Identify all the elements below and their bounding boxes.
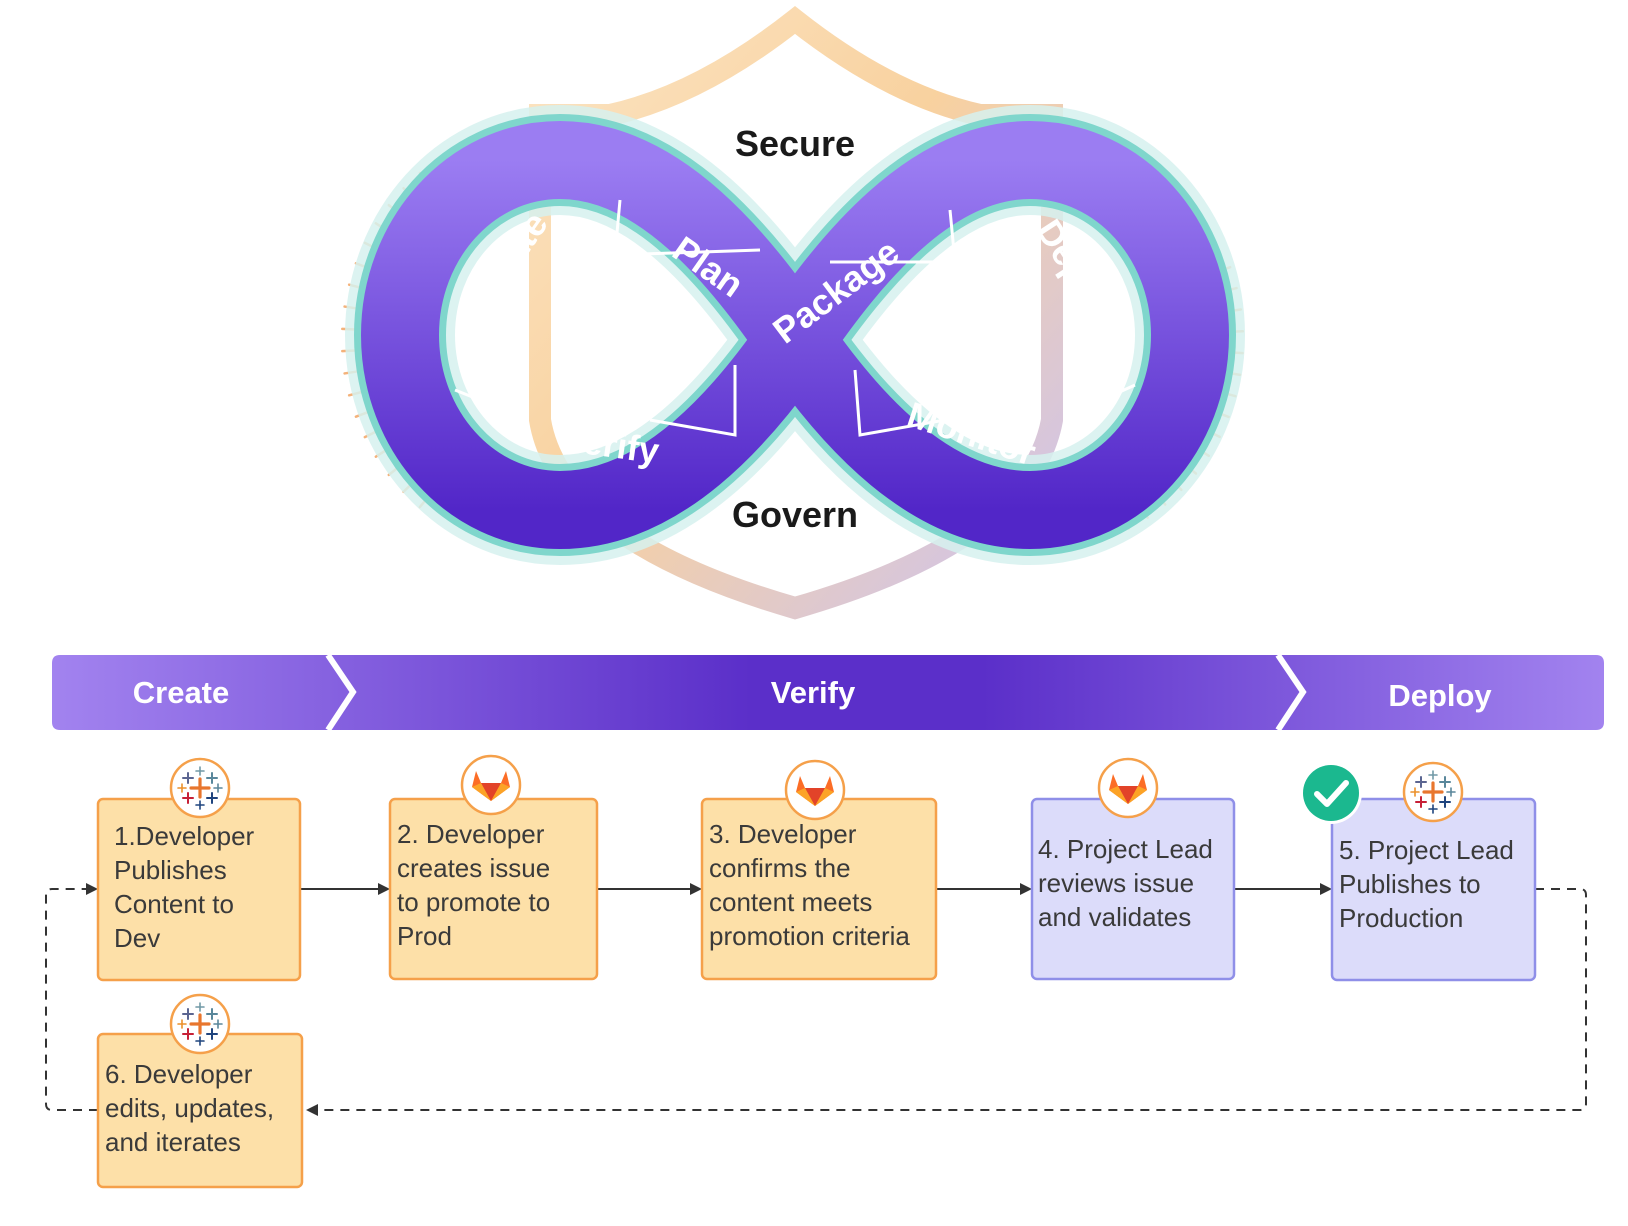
phase-create: Create: [133, 675, 230, 710]
gitlab-icon: [460, 754, 522, 816]
tableau-icon: [1402, 761, 1464, 823]
step-6: 6. Developer edits, updates, and iterate…: [96, 993, 304, 1189]
gitlab-icon: [1097, 757, 1159, 819]
step-4: 4. Project Lead reviews issue and valida…: [1030, 757, 1236, 981]
step-1: 1.Developer Publishes Content to Dev: [96, 757, 302, 982]
step-text: 1.Developer Publishes Content to Dev: [114, 821, 261, 953]
loop-segment-dividers: [454, 199, 1136, 437]
govern-label: Govern: [732, 494, 858, 535]
phase-banner-bar: [52, 655, 1604, 730]
step-text: 4. Project Lead reviews issue and valida…: [1038, 834, 1220, 932]
infinity-loop-graphic: Create Plan Package Deploy Verify Monito…: [341, 5, 1246, 620]
loop-purple-band: [360, 120, 1230, 550]
phase-verify: Verify: [771, 675, 856, 710]
step-2: 2. Developer creates issue to promote to…: [388, 754, 599, 981]
tableau-icon: [169, 757, 231, 819]
step-text: 6. Developer edits, updates, and iterate…: [105, 1059, 281, 1157]
connector-6-1-loop: [45, 883, 98, 1111]
step-text: 2. Developer creates issue to promote to…: [397, 819, 557, 951]
step-boxes: 1.Developer Publishes Content to Dev 2. …: [96, 754, 1537, 1189]
step-text: 5. Project Lead Publishes to Production: [1339, 835, 1521, 933]
step-text: 3. Developer confirms the content meets …: [709, 819, 910, 951]
tableau-icon: [169, 993, 231, 1055]
checkmark-icon: [1300, 762, 1362, 824]
step-3: 3. Developer confirms the content meets …: [700, 759, 938, 981]
phase-banner: Create Verify Deploy: [52, 653, 1604, 732]
phase-deploy: Deploy: [1388, 678, 1492, 713]
secure-label: Secure: [735, 123, 855, 164]
gitlab-icon: [784, 759, 846, 821]
flow-connectors: [45, 883, 1587, 1116]
phase-divider-chevron: [1275, 653, 1307, 732]
phase-divider-chevron: [325, 653, 357, 732]
step-5: 5. Project Lead Publishes to Production: [1300, 761, 1537, 982]
